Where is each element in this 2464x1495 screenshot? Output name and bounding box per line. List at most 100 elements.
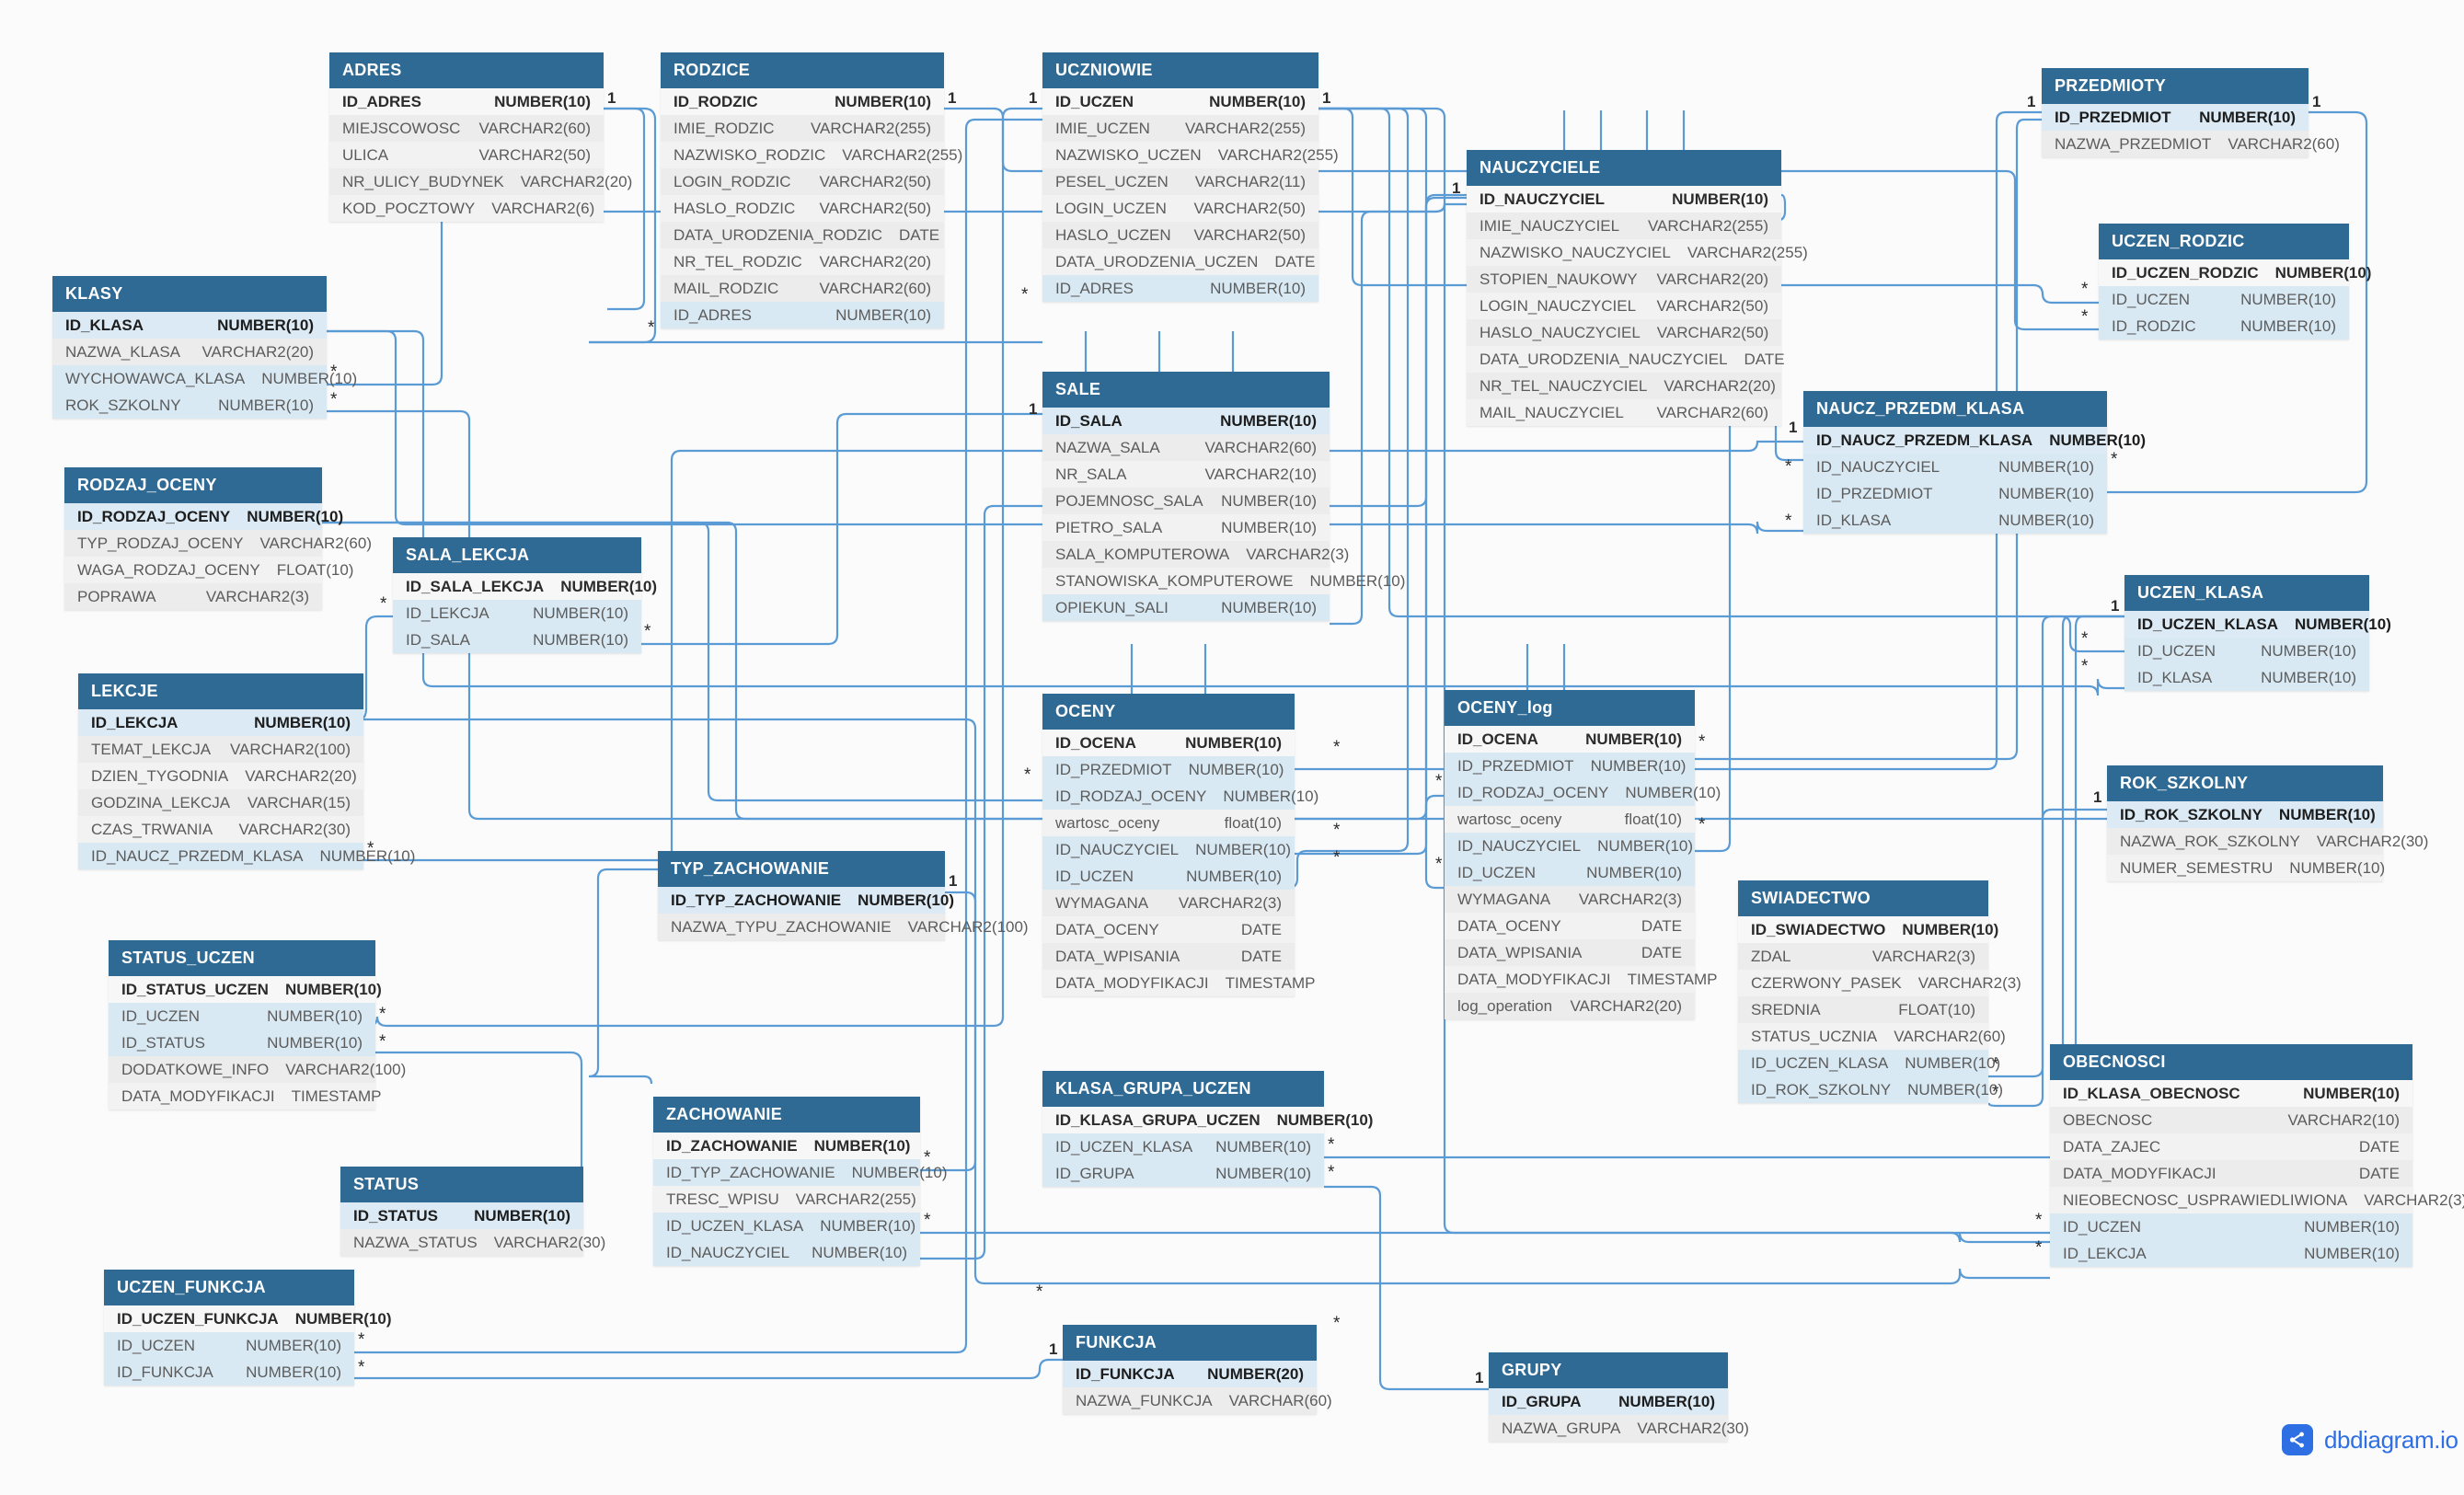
table-header-klasy[interactable]: KLASY xyxy=(52,276,327,312)
table-header-swiadectwo[interactable]: SWIADECTWO xyxy=(1738,880,1988,916)
table-header-grupy[interactable]: GRUPY xyxy=(1489,1352,1728,1388)
table-header-typ_zachowanie[interactable]: TYP_ZACHOWANIE xyxy=(658,851,945,887)
table-header-oceny[interactable]: OCENY xyxy=(1042,694,1295,730)
table-header-lekcje[interactable]: LEKCJE xyxy=(78,673,363,709)
table-header-nauczyciele[interactable]: NAUCZYCIELE xyxy=(1467,150,1781,186)
table-header-naucz_przedm_klasa[interactable]: NAUCZ_PRZEDM_KLASA xyxy=(1803,391,2107,427)
table-header-rodzice[interactable]: RODZICE xyxy=(661,52,944,88)
table-header-status[interactable]: STATUS xyxy=(340,1167,583,1202)
table-header-przedmioty[interactable]: PRZEDMIOTY xyxy=(2042,68,2309,104)
table-header-uczen_klasa[interactable]: UCZEN_KLASA xyxy=(2124,575,2369,611)
table-header-obecnosci[interactable]: OBECNOSCI xyxy=(2050,1044,2412,1080)
table-header-oceny_log[interactable]: OCENY_log xyxy=(1445,690,1695,726)
dbdiagram-logo[interactable]: dbdiagram.io xyxy=(2282,1424,2458,1455)
table-header-rodzaj_oceny[interactable]: RODZAJ_OCENY xyxy=(64,467,322,503)
